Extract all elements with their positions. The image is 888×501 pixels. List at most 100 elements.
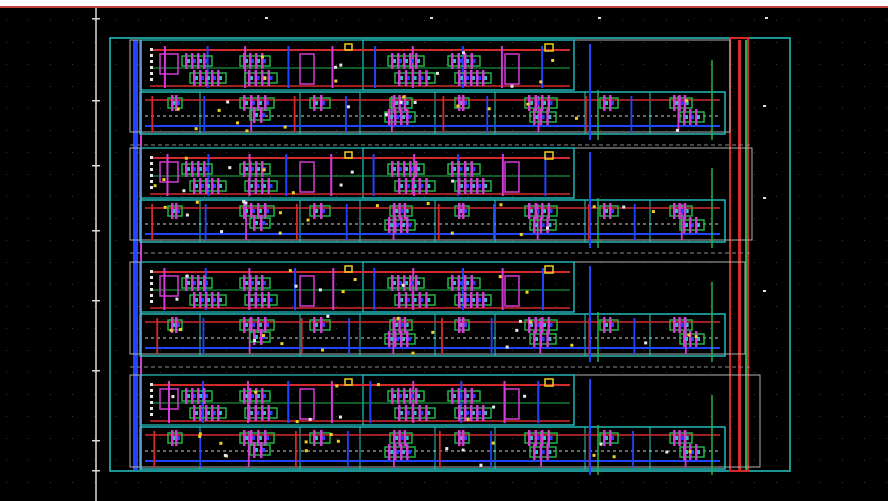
via <box>150 180 153 183</box>
metal-strap <box>199 281 202 285</box>
metal-strap <box>697 337 700 341</box>
poly-gate <box>603 203 606 219</box>
metal-strap <box>390 223 393 227</box>
poly-gate <box>464 53 467 69</box>
poly-gate <box>409 53 412 69</box>
grid-dot <box>556 394 557 395</box>
grid-dot <box>204 196 205 197</box>
grid-dot <box>116 196 117 197</box>
metal-strap <box>535 223 538 227</box>
grid-dot <box>380 416 381 417</box>
grid-dot <box>424 218 425 219</box>
metal-strap <box>611 101 614 105</box>
via <box>184 156 188 160</box>
grid-dot <box>512 416 513 417</box>
grid-dot <box>402 394 403 395</box>
grid-dot <box>116 64 117 65</box>
grid-dot <box>468 152 469 153</box>
grid-dot <box>688 306 689 307</box>
grid-dot <box>578 130 579 131</box>
metal-strap <box>484 411 487 415</box>
metal-strap <box>686 209 689 213</box>
metal-strap <box>201 411 204 415</box>
poly-gate <box>470 53 473 69</box>
grid-dot <box>6 42 7 43</box>
grid-dot <box>270 328 271 329</box>
grid-dot <box>864 64 865 65</box>
metal-strap <box>550 209 553 213</box>
grid-dot <box>358 42 359 43</box>
metal-strap <box>199 394 202 398</box>
grid-dot <box>138 372 139 373</box>
grid-dot <box>270 152 271 153</box>
poly-gate <box>541 430 544 446</box>
metal-strap <box>255 335 258 339</box>
metal-strap <box>245 436 248 440</box>
grid-dot <box>820 262 821 263</box>
grid-dot <box>226 438 227 439</box>
metal-strap <box>473 167 476 171</box>
metal-strap <box>473 59 476 63</box>
via <box>445 447 449 451</box>
poly-gate <box>609 203 612 219</box>
via <box>150 413 153 416</box>
poly-gate <box>683 444 686 460</box>
grid-dot <box>270 306 271 307</box>
transistor <box>249 107 271 123</box>
via <box>288 269 292 273</box>
poly-gate <box>185 388 188 404</box>
grid-dot <box>754 108 755 109</box>
poly-gate <box>476 70 479 86</box>
grid-dot <box>358 130 359 131</box>
metal-strap <box>414 298 417 302</box>
transistor <box>454 405 492 421</box>
transistor <box>454 317 470 333</box>
metal-strap <box>195 184 198 188</box>
grid-dot <box>160 372 161 373</box>
grid-dot <box>534 284 535 285</box>
grid-dot <box>820 86 821 87</box>
grid-dot <box>578 306 579 307</box>
metal-strap <box>270 411 273 415</box>
poly-block <box>159 53 179 75</box>
grid-dot <box>578 416 579 417</box>
grid-dot <box>182 196 183 197</box>
via <box>487 107 491 111</box>
poly-gate <box>393 430 396 446</box>
poly-gate <box>458 95 461 111</box>
grid-dot <box>50 108 51 109</box>
grid-dot <box>842 350 843 351</box>
grid-dot <box>28 328 29 329</box>
metal-strap <box>177 101 180 105</box>
metal-strap <box>466 411 469 415</box>
grid-dot <box>182 350 183 351</box>
grid-dot <box>622 42 623 43</box>
poly-gate <box>539 109 543 125</box>
grid-dot <box>358 394 359 395</box>
poly-gate <box>243 317 246 333</box>
poly-block <box>299 161 315 193</box>
grid-dot <box>820 20 821 21</box>
grid-dot <box>28 42 29 43</box>
metal-strap <box>262 113 265 117</box>
grid-dot <box>490 64 491 65</box>
metal-strap <box>263 281 266 285</box>
poly-gate <box>415 53 418 69</box>
grid-dot <box>402 306 403 307</box>
poly-gate <box>541 317 544 333</box>
poly-gate <box>254 70 257 86</box>
grid-dot <box>270 42 271 43</box>
poly-gate <box>403 430 407 446</box>
grid-dot <box>468 350 469 351</box>
grid-dot <box>710 416 711 417</box>
diffusion-region <box>454 294 492 306</box>
grid-dot <box>182 416 183 417</box>
poly-gate <box>403 203 407 219</box>
poly-gate <box>199 292 202 308</box>
metal-strap <box>411 59 414 63</box>
poly-gate <box>398 203 401 219</box>
metal-strap <box>420 411 424 415</box>
poly-gate <box>254 292 257 308</box>
